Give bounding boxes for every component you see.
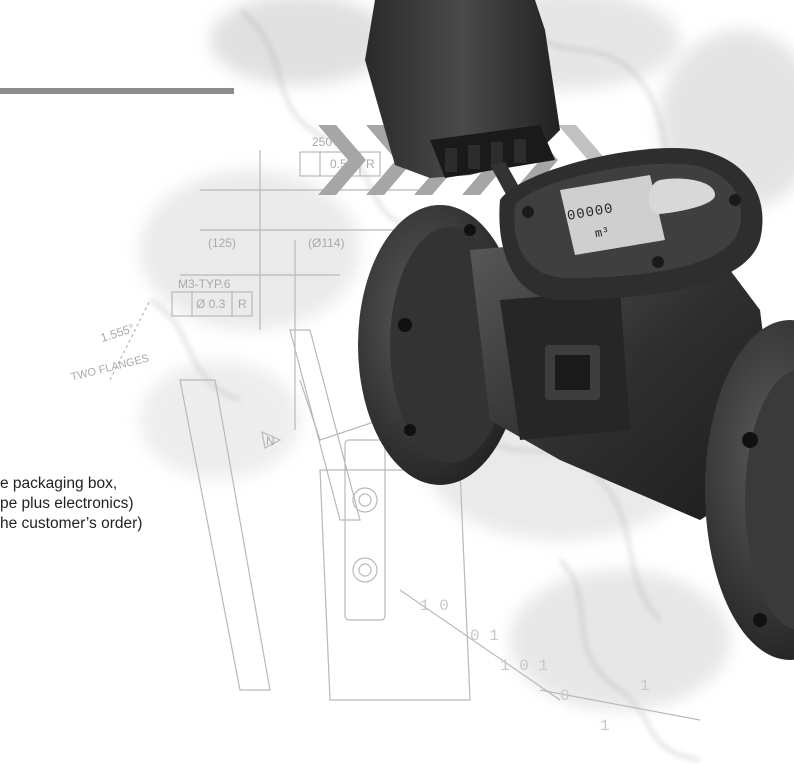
svg-text:1 0: 1 0 [420,597,449,615]
svg-text:1: 1 [640,677,650,695]
datum-r2: R [238,297,247,311]
svg-text:1 0 1: 1 0 1 [500,657,548,675]
dim-125: (125) [208,236,237,250]
n-label: N [266,434,275,448]
datum-r1: R [366,157,375,171]
description-line-3: he customer’s order) [0,515,143,532]
m3-typ-label: M3-TYP.6 [178,277,231,291]
svg-text:0 1: 0 1 [470,627,499,645]
svg-text:0: 0 [560,687,570,705]
dim-250: 250 [312,135,333,149]
description-text: e packaging box, pe plus electronics) he… [0,474,260,534]
dim-114: (Ø114) [308,236,345,250]
meter-display-unit: m³ [593,224,611,242]
svg-text:1: 1 [600,717,610,735]
header-rule [0,88,234,94]
description-line-1: e packaging box, [0,475,118,492]
position-tolerance: Ø 0.3 [196,297,226,311]
description-line-2: pe plus electronics) [0,495,134,512]
